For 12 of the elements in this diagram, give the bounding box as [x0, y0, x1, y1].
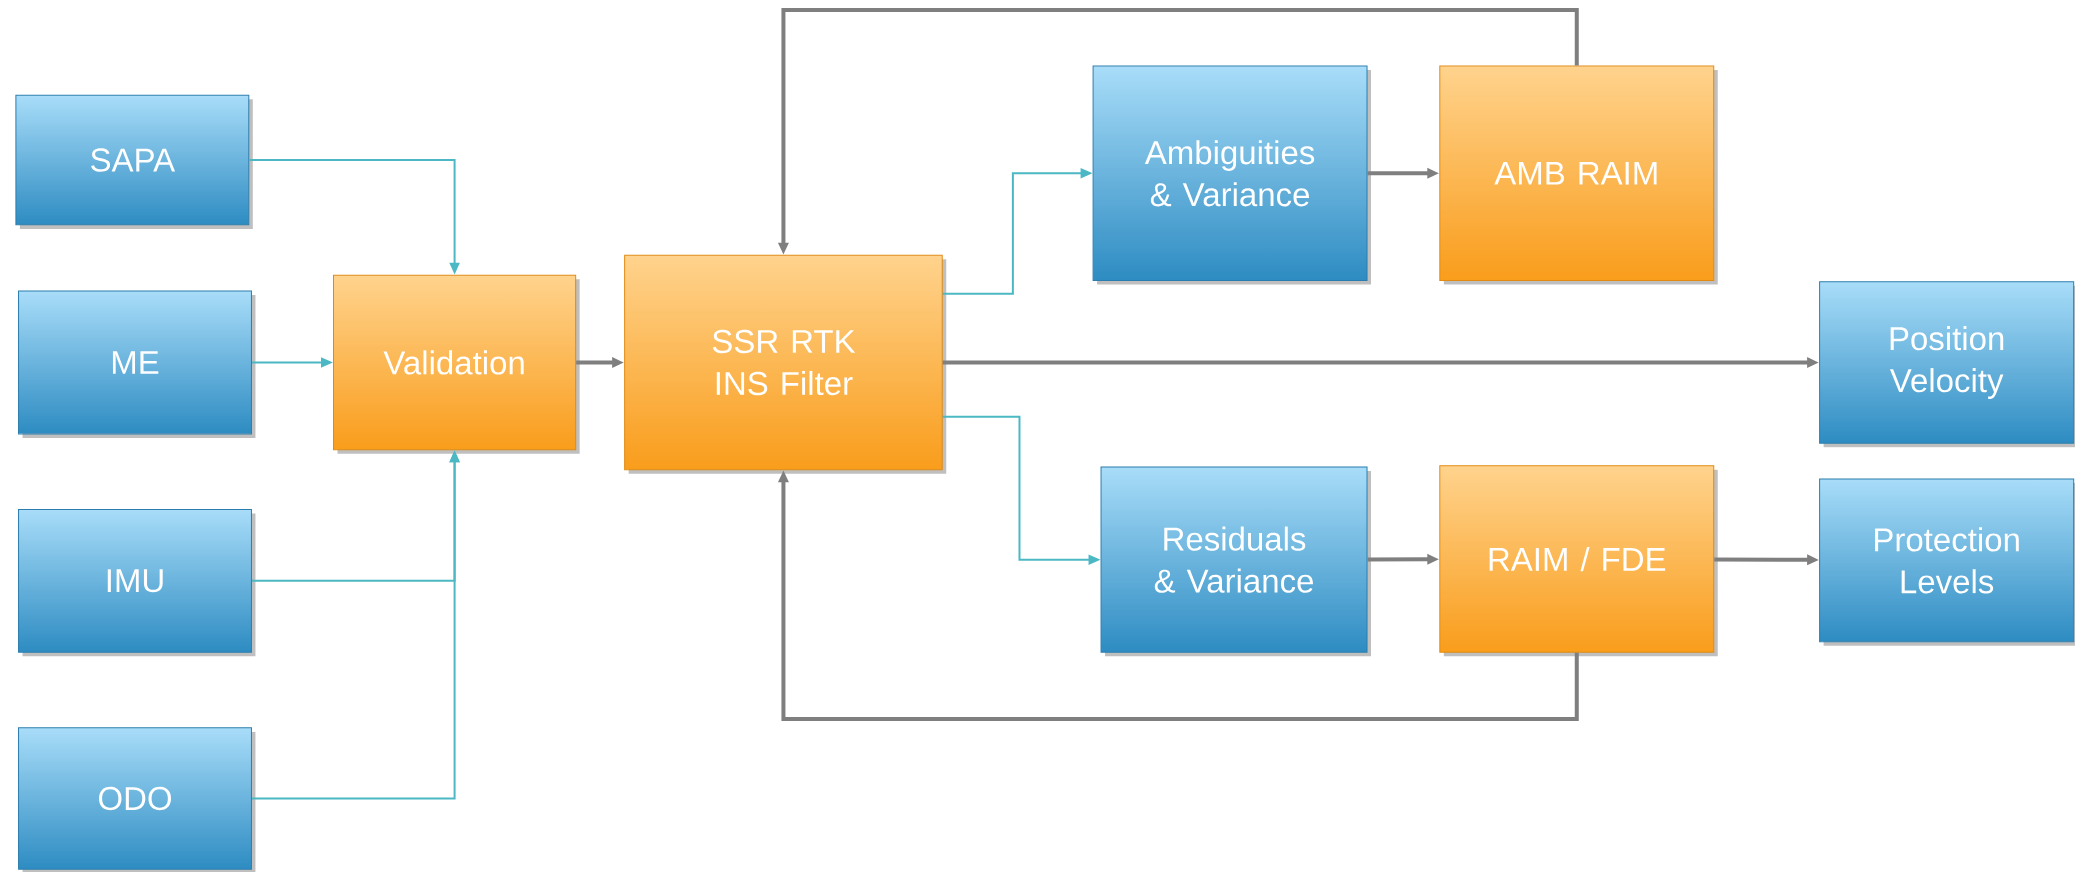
input-box: ME — [18, 290, 256, 438]
process-box: Validation — [333, 274, 580, 454]
input-box: ODO — [18, 727, 256, 872]
input-box: Ambiguities & Variance — [1092, 65, 1371, 285]
input-box: Protection Levels — [1819, 478, 2075, 646]
process-box: RAIM / FDE — [1439, 465, 1718, 657]
process-box: SSR RTK INS Filter — [624, 254, 947, 474]
input-box: Position Velocity — [1819, 281, 2075, 448]
input-box: SAPA — [15, 94, 253, 229]
process-box: AMB RAIM — [1439, 65, 1718, 285]
input-box: Residuals & Variance — [1100, 466, 1371, 657]
input-box: IMU — [18, 508, 256, 657]
